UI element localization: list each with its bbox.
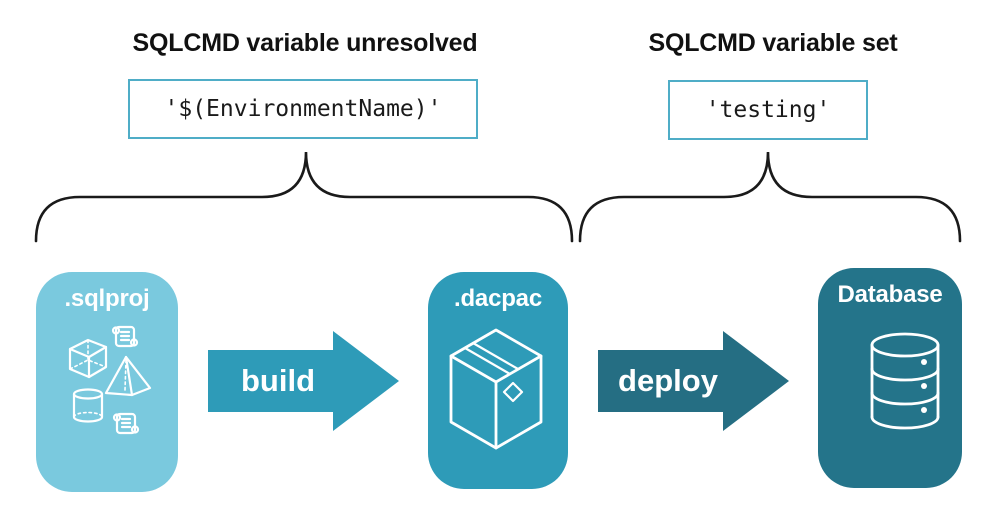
package-box-icon bbox=[449, 328, 543, 450]
sqlproj-card-title: .sqlproj bbox=[64, 285, 150, 312]
cube-icon bbox=[68, 338, 108, 379]
database-cylinder-icon bbox=[870, 332, 940, 430]
code-text-set: 'testing' bbox=[705, 97, 831, 123]
database-card-title: Database bbox=[837, 281, 943, 308]
dacpac-card-title: .dacpac bbox=[454, 285, 542, 312]
cylinder-icon bbox=[72, 388, 104, 423]
pyramid-icon bbox=[104, 355, 152, 397]
deploy-arrow-shape bbox=[598, 331, 789, 431]
build-arrow-shape bbox=[208, 331, 399, 431]
scroll-icon bbox=[112, 412, 140, 435]
build-arrow-label: build bbox=[240, 363, 316, 398]
left-brace bbox=[34, 151, 574, 243]
heading-sqlcmd-set: SQLCMD variable set bbox=[648, 29, 898, 57]
scroll-icon bbox=[111, 325, 139, 348]
right-brace bbox=[578, 151, 962, 243]
heading-sqlcmd-unresolved: SQLCMD variable unresolved bbox=[132, 29, 478, 57]
sqlproj-card: .sqlproj bbox=[36, 272, 178, 492]
database-card: Database bbox=[818, 268, 962, 488]
code-text-unresolved: '$(EnvironmentName)' bbox=[164, 96, 442, 122]
code-box-set: 'testing' bbox=[668, 80, 868, 140]
deploy-arrow-label: deploy bbox=[618, 363, 718, 398]
sql-objects-icon bbox=[68, 325, 152, 435]
dacpac-card: .dacpac bbox=[428, 272, 568, 489]
code-box-unresolved: '$(EnvironmentName)' bbox=[128, 79, 478, 139]
